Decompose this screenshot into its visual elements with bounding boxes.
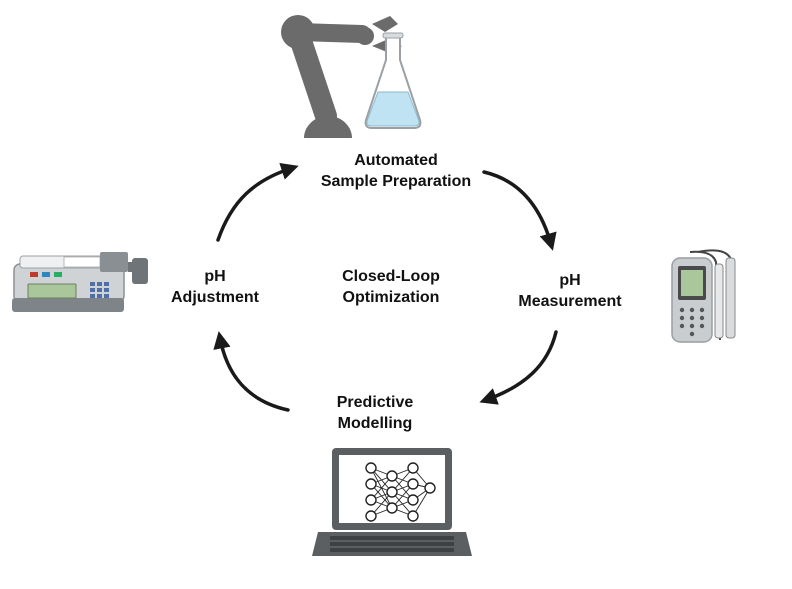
- step-label-ph-measurement: pH Measurement: [500, 270, 640, 312]
- arrow-sample-to-measure: [482, 170, 557, 251]
- step-label-line: Modelling: [337, 415, 413, 432]
- step-label-predictive-modelling: Predictive Modelling: [320, 392, 430, 434]
- step-label-line: pH: [559, 272, 581, 289]
- center-label-closed-loop: Closed-Loop Optimization: [316, 266, 466, 308]
- step-label-line: Predictive: [336, 394, 414, 411]
- arrow-adjust-to-sample: [216, 162, 299, 242]
- step-label-line: Sample Preparation: [320, 173, 472, 190]
- arrow-measure-to-model: [479, 330, 558, 405]
- ph-meter-icon: [671, 249, 736, 343]
- step-label-line: Measurement: [518, 293, 622, 310]
- step-label-line: Adjustment: [171, 289, 259, 306]
- step-label-sample-preparation: Automated Sample Preparation: [296, 150, 496, 192]
- step-label-ph-adjustment: pH Adjustment: [155, 266, 275, 308]
- center-label-line: Optimization: [342, 289, 440, 306]
- step-label-line: pH: [204, 268, 226, 285]
- syringe-pump-icon: [12, 252, 148, 312]
- arrow-model-to-adjust: [213, 331, 290, 412]
- step-label-line: Automated: [354, 152, 438, 169]
- laptop-neural-network-icon: [312, 448, 472, 556]
- robot-arm-flask-icon: [281, 15, 422, 138]
- center-label-line: Closed-Loop: [342, 268, 440, 285]
- cycle-arrows: [213, 162, 558, 412]
